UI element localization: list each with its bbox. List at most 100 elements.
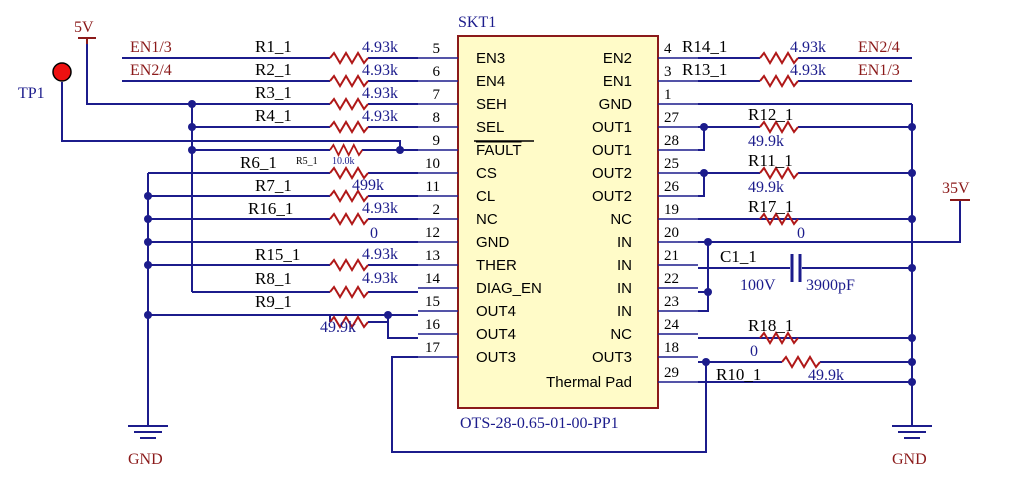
resistor-r8-zigzag [329, 286, 369, 298]
pin-name-20: IN [617, 234, 632, 251]
testpoint-icon [52, 62, 72, 82]
ref-r18: R18_1 [748, 316, 793, 335]
pin-num-18: 18 [664, 340, 679, 356]
pin-num-17: 17 [425, 340, 441, 356]
ref-r1: R1_1 [255, 37, 292, 56]
ref-r8: R8_1 [255, 269, 292, 288]
ref-r11: R11_1 [748, 151, 793, 170]
pin-name-18: OUT3 [592, 349, 632, 366]
voltage-c1: 100V [740, 277, 776, 294]
val-r14: 4.93k [790, 39, 826, 56]
val-r3: 4.93k [362, 85, 398, 102]
pin-name-4: EN2 [603, 50, 632, 67]
pin-num-9: 9 [433, 133, 441, 149]
pin-name-23: IN [617, 303, 632, 320]
pin-num-16: 16 [425, 317, 441, 333]
ref-c1: C1_1 [720, 247, 757, 266]
val-r7: 499k [352, 177, 384, 194]
ref-r14: R14_1 [682, 37, 727, 56]
ref-r15: R15_1 [255, 245, 300, 264]
ref-r10: R10_1 [716, 365, 761, 384]
gnd-left-label: GND [128, 451, 163, 468]
resistor-r5-zigzag [329, 144, 364, 156]
ref-r12: R12_1 [748, 105, 793, 124]
pin-num-27: 27 [664, 110, 680, 126]
pin-name-2: NC [476, 211, 498, 228]
pin-num-25: 25 [664, 156, 679, 172]
val-r13: 4.93k [790, 62, 826, 79]
capacitor-c1-symbol [790, 254, 802, 282]
pin-name-8: SEL [476, 119, 504, 136]
ref-r5: R5_1 [296, 156, 318, 167]
pin-name-3: EN1 [603, 73, 632, 90]
val-r8: 4.93k [362, 270, 398, 287]
pin-num-29: 29 [664, 365, 679, 381]
pin-num-4: 4 [664, 41, 672, 57]
pin-num-3: 3 [664, 64, 672, 80]
val-r9: 49.9k [320, 319, 356, 336]
skt1-designator: SKT1 [458, 14, 496, 31]
left-pin-names: EN3 EN4 SEH SEL FAULT CS CL NC GND THER … [476, 50, 542, 366]
right-resistor-labels: R14_1 4.93k R13_1 4.93k R12_1 49.9k R11_… [682, 37, 844, 384]
net-label-en24-left: EN2/4 [130, 62, 172, 79]
ref-r13: R13_1 [682, 60, 727, 79]
pin-num-13: 13 [425, 248, 440, 264]
val-r10: 49.9k [808, 367, 844, 384]
right-pin-names: EN2 EN1 GND OUT1 OUT1 OUT2 OUT2 NC IN IN… [546, 50, 632, 391]
pin-num-2: 2 [433, 202, 441, 218]
pin-name-13: THER [476, 257, 517, 274]
pin-num-20: 20 [664, 225, 679, 241]
pin-name-17: OUT3 [476, 349, 516, 366]
pin-name-25: OUT2 [592, 165, 632, 182]
pin-num-6: 6 [433, 64, 441, 80]
pin-num-23: 23 [664, 294, 679, 310]
pin-num-21: 21 [664, 248, 679, 264]
left-pin-numbers: 5 6 7 8 9 10 11 2 12 13 14 15 16 17 [425, 41, 441, 356]
ref-r16: R16_1 [248, 199, 293, 218]
pin-num-26: 26 [664, 179, 680, 195]
pin-num-28: 28 [664, 133, 679, 149]
ground-right-icon [892, 420, 932, 439]
ref-r6: R6_1 [240, 153, 277, 172]
gnd-right-label: GND [892, 451, 927, 468]
pin-num-11: 11 [426, 179, 440, 195]
net-label-en13-left: EN1/3 [130, 39, 172, 56]
pin-name-9: FAULT [476, 142, 522, 159]
pin-name-24: NC [610, 326, 632, 343]
pin-name-10: CS [476, 165, 497, 182]
pin-name-5: EN3 [476, 50, 505, 67]
skt1-part-number: OTS-28-0.65-01-00-PP1 [460, 415, 619, 432]
ground-left-icon [128, 420, 168, 439]
pin-num-10: 10 [425, 156, 440, 172]
skt1-body [457, 35, 659, 409]
pin-name-19: NC [610, 211, 632, 228]
ref-r2: R2_1 [255, 60, 292, 79]
pin-num-7: 7 [433, 87, 441, 103]
val-r11: 49.9k [748, 179, 784, 196]
pin-num-22: 22 [664, 271, 679, 287]
testpoint-label: TP1 [18, 85, 45, 102]
pin-num-1: 1 [664, 87, 672, 103]
ref-r17: R17_1 [748, 197, 793, 216]
pin-name-27: OUT1 [592, 119, 632, 136]
left-junctions [144, 100, 404, 319]
pin-name-14: DIAG_EN [476, 280, 542, 297]
ref-r3: R3_1 [255, 83, 292, 102]
left-pin-stubs [418, 57, 458, 358]
val-r16: 4.93k [362, 200, 398, 217]
pin-num-14: 14 [425, 271, 441, 287]
right-pin-stubs [658, 57, 698, 383]
val-r2: 4.93k [362, 62, 398, 79]
power-35v-label: 35V [942, 180, 970, 197]
right-wires [698, 57, 961, 420]
net-label-en13-right: EN1/3 [858, 62, 900, 79]
value-c1: 3900pF [806, 277, 855, 294]
val-zero-left: 0 [370, 225, 378, 242]
resistor-r10-zigzag [781, 356, 821, 368]
val-r18: 0 [750, 343, 758, 360]
ref-r7: R7_1 [255, 176, 292, 195]
power-5v-label: 5V [74, 19, 94, 36]
pin-name-16: OUT4 [476, 326, 516, 343]
val-r4: 4.93k [362, 108, 398, 125]
